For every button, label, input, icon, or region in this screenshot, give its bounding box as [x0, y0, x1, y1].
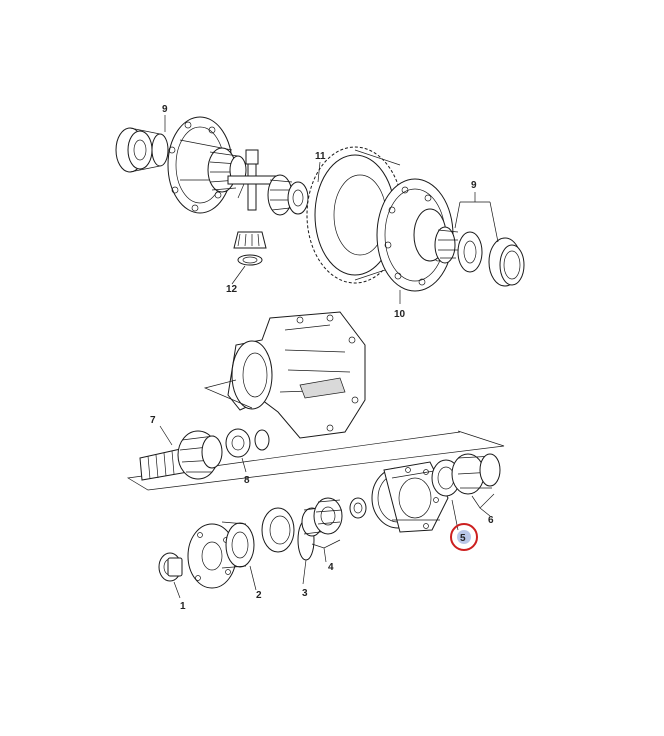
- callout-9-right: 9: [471, 180, 477, 191]
- callout-11: 11: [315, 151, 326, 162]
- side-gear-right: [267, 174, 309, 216]
- axle-housing: [227, 311, 366, 439]
- side-gear-left: [207, 147, 247, 193]
- pinion-shaft-7: [139, 425, 223, 481]
- callout-1: 1: [180, 601, 186, 612]
- callout-6: 6: [488, 515, 494, 526]
- seal-1: [158, 552, 183, 599]
- spider-cross: [227, 149, 279, 211]
- callout-labels: 9 11 9 12 10 7 8 6 4 3 2 1: [150, 104, 494, 612]
- callout-7: 7: [150, 415, 156, 426]
- bearing-9-left: [115, 127, 169, 173]
- callout-12: 12: [226, 284, 238, 295]
- callout-5: 5: [460, 533, 466, 544]
- flange-2: [187, 521, 257, 591]
- upper-assembly: [115, 115, 525, 304]
- upper-leader-lines: [164, 115, 499, 304]
- callout-4: 4: [328, 562, 334, 573]
- callout-2: 2: [256, 590, 262, 601]
- callout-9-left: 9: [162, 104, 168, 115]
- highlighted-callout-5[interactable]: 5: [450, 523, 478, 551]
- bearing-8: [225, 428, 270, 473]
- pinion-gear-12: [233, 231, 267, 266]
- washer: [349, 497, 367, 519]
- callout-10: 10: [394, 309, 406, 320]
- callout-3: 3: [302, 588, 308, 599]
- bearing-4: [301, 497, 343, 563]
- bearing-9-right: [434, 226, 525, 287]
- carrier-assembly: [371, 453, 501, 533]
- callout-8: 8: [244, 475, 250, 486]
- lower-plane-outline: [126, 379, 505, 491]
